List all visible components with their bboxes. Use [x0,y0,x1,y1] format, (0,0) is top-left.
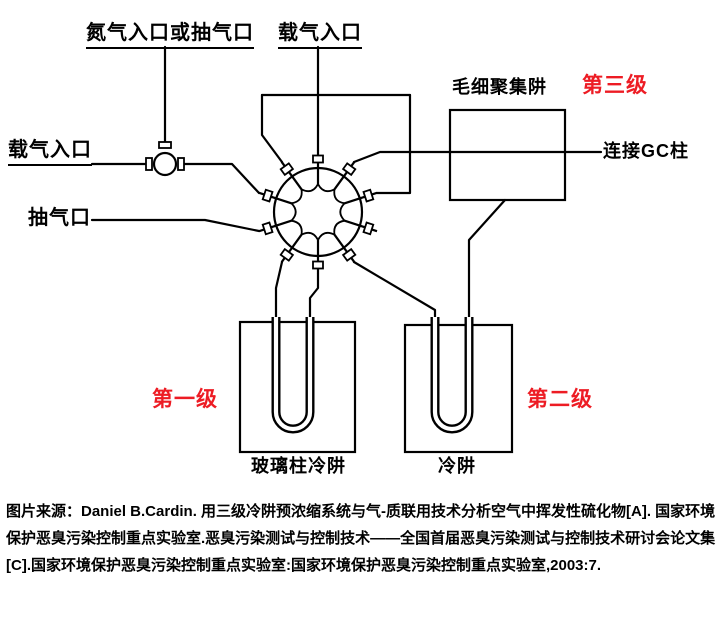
label-cold-trap: 冷阱 [438,456,476,476]
connection-lines [90,45,603,320]
line-valve-to-trap1-left [274,260,284,320]
line-gc-column [352,150,603,164]
selector-valve [145,141,185,177]
label-carrier-inlet-left: 载气入口 [8,139,92,166]
line-selector-to-valve [182,162,261,195]
stage1-label: 第一级 [152,388,218,411]
trap-utubes [271,317,474,434]
line-valve-to-trap2 [352,260,437,320]
trap2-box [403,323,514,454]
label-capillary-trap: 毛细聚集阱 [452,77,547,97]
trap1-utube-bore [273,317,313,432]
selector-valve-fittings [145,141,185,171]
line-pump-port [90,218,261,233]
label-gc-column: 连接GC柱 [603,141,689,161]
label-pump-port: 抽气口 [28,207,91,229]
line-valve-to-trap1-right [308,272,320,320]
line-trap2-to-capillary [467,198,507,320]
trap-boxes [238,108,567,454]
label-carrier-inlet-top: 载气入口 [278,22,362,49]
line-carrier-branch-right [375,93,412,195]
schematic-svg [90,45,603,454]
line-carrier-branch-left [260,93,284,164]
stage3-label: 第三级 [582,74,648,97]
trap2-utube-bore [432,317,472,432]
rotary-valve [258,150,378,274]
valve-rotor-channels [289,182,347,242]
label-glass-trap: 玻璃柱冷阱 [251,456,346,476]
stage2-label: 第二级 [527,388,593,411]
label-n2-inlet: 氮气入口或抽气口 [86,22,254,49]
valve-port-fittings [261,154,375,270]
capillary-trap-box [448,108,567,202]
figure-caption: 图片来源：Daniel B.Cardin. 用三级冷阱预浓缩系统与气-质联用技术… [6,503,716,574]
selector-valve-body [152,151,178,177]
